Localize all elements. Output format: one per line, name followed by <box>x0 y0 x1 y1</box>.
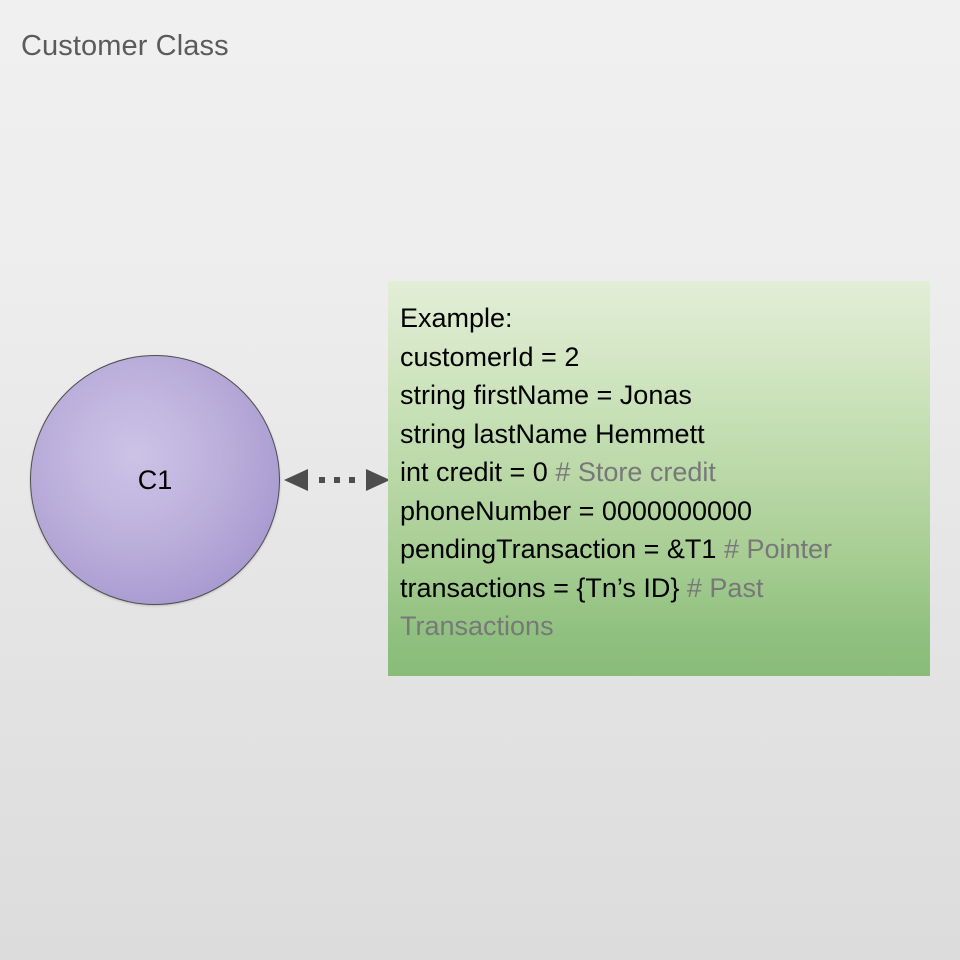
note-line-comment: # Pointer <box>723 534 833 564</box>
note-line: pendingTransaction = &T1 # Pointer <box>400 530 918 569</box>
note-line-code: string lastName Hemmett <box>400 418 705 449</box>
dotted-double-arrow-icon <box>284 469 390 491</box>
note-line-comment: # Store credit <box>555 457 716 487</box>
connector-c1-to-note[interactable] <box>282 458 392 502</box>
note-line-code: transactions = {Tn’s ID} <box>400 572 687 603</box>
note-line-code: customerId = 2 <box>400 341 580 372</box>
note-line-code: Example: <box>400 303 513 333</box>
note-line: transactions = {Tn’s ID} # Past Transact… <box>400 569 918 646</box>
note-line: int credit = 0 # Store credit <box>400 453 918 492</box>
note-line-code: phoneNumber = 0000000000 <box>400 495 753 526</box>
note-line: Example: <box>400 299 918 338</box>
node-c1-label: C1 <box>137 465 173 495</box>
note-box[interactable]: Example: customerId = 2 string firstName… <box>388 281 930 676</box>
note-line: string lastName Hemmett <box>400 415 918 454</box>
note-line-code: int credit = 0 <box>400 457 556 487</box>
note-line-code: string firstName = Jonas <box>400 380 692 410</box>
note-text-block: Example: customerId = 2 string firstName… <box>400 299 918 646</box>
node-c1[interactable]: C1 <box>30 355 280 605</box>
note-line: string firstName = Jonas <box>400 376 918 415</box>
note-line-code: pendingTransaction = &T1 <box>400 534 724 564</box>
note-line: customerId = 2 <box>400 338 918 377</box>
note-line-comment: # Past Transactions <box>400 572 764 642</box>
page-title: Customer Class <box>21 30 229 62</box>
note-line: phoneNumber = 0000000000 <box>400 492 918 531</box>
